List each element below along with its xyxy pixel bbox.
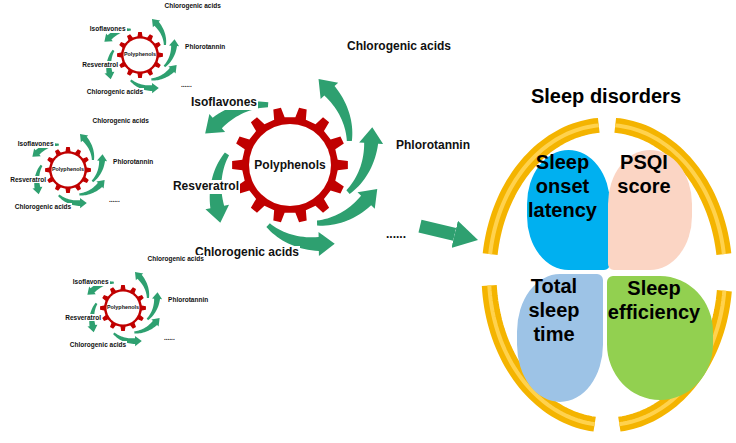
- swirl-arrow: [92, 154, 107, 182]
- compound-label: Chlorogenic acids: [346, 40, 452, 53]
- node-label: Polyphenols: [52, 167, 84, 172]
- node-label: Polyphenols: [254, 159, 325, 171]
- compound-label: Chlorogenic acids: [86, 88, 144, 95]
- petal-node: PSQI score: [608, 150, 692, 270]
- compound-label: Resveratrol: [172, 180, 240, 193]
- swirl-arrow: [346, 127, 383, 194]
- compound-label: Chlorogenic acids: [194, 246, 300, 259]
- compound-label: Isoflavones: [190, 96, 258, 109]
- compound-label: ......: [163, 334, 176, 341]
- node-label: Sleep efficiency: [607, 276, 701, 324]
- compound-label: Isoflavones: [89, 25, 127, 32]
- swirl-arrow: [80, 134, 94, 160]
- petal-node: Sleep efficiency: [607, 276, 713, 400]
- compound-label: Phlorotannin: [167, 296, 209, 303]
- swirl-arrow: [134, 318, 159, 333]
- gear-node: Polyphenols: [117, 32, 163, 78]
- gear-hub: [249, 124, 331, 206]
- compound-label: Resveratrol: [81, 61, 119, 68]
- gear-node: Polyphenols: [45, 147, 91, 193]
- compound-label: ......: [385, 228, 407, 241]
- compound-label: Chlorogenic acids: [69, 341, 127, 348]
- heading: Sleep disorders: [478, 84, 734, 108]
- gear-hub: [52, 154, 85, 187]
- node-label: Total sleep time: [517, 274, 591, 346]
- swirl-arrow: [151, 65, 176, 80]
- petal-shape: [517, 274, 603, 402]
- compound-label: ......: [180, 81, 193, 88]
- petal-node: Sleep onset latency: [527, 150, 610, 270]
- petal-shape: [608, 150, 692, 270]
- node-label: PSQI score: [608, 150, 680, 198]
- compound-label: Chlorogenic acids: [147, 255, 205, 262]
- flow-arrow: [420, 226, 455, 234]
- compound-label: Chlorogenic acids: [164, 2, 222, 9]
- compound-label: Phlorotannin: [395, 139, 471, 152]
- compound-label: ......: [108, 196, 121, 203]
- gear-shape: [232, 108, 348, 223]
- compound-label: Isoflavones: [17, 140, 55, 147]
- swirl-arrow: [79, 180, 104, 195]
- node-label: Polyphenols: [107, 305, 139, 310]
- compound-label: Isoflavones: [72, 278, 110, 285]
- swirl-arrow: [164, 39, 179, 67]
- compound-label: Phlorotannin: [184, 43, 226, 50]
- petal-shape: [607, 276, 713, 400]
- gear-hub: [107, 292, 140, 325]
- gear-shape: [100, 285, 146, 331]
- gear-node: Polyphenols: [100, 285, 146, 331]
- gear-shape: [117, 32, 163, 78]
- gear-shape: [45, 147, 91, 193]
- compound-label: Phlorotannin: [112, 158, 154, 165]
- petal-shape: [527, 150, 610, 270]
- sleep-ring: Sleep disordersSleep onset latencyPSQI s…: [478, 84, 734, 436]
- node-label: Polyphenols: [124, 52, 156, 57]
- compound-label: Resveratrol: [64, 314, 102, 321]
- compound-label: Chlorogenic acids: [92, 117, 150, 124]
- petal-node: Total sleep time: [517, 274, 603, 402]
- swirl-arrow: [135, 272, 149, 298]
- swirl-arrow: [147, 292, 162, 320]
- gear-hub: [124, 39, 157, 72]
- node-label: Sleep onset latency: [527, 150, 598, 222]
- swirl-arrow: [152, 19, 166, 45]
- compound-label: Chlorogenic acids: [14, 203, 72, 210]
- compound-label: Resveratrol: [9, 176, 47, 183]
